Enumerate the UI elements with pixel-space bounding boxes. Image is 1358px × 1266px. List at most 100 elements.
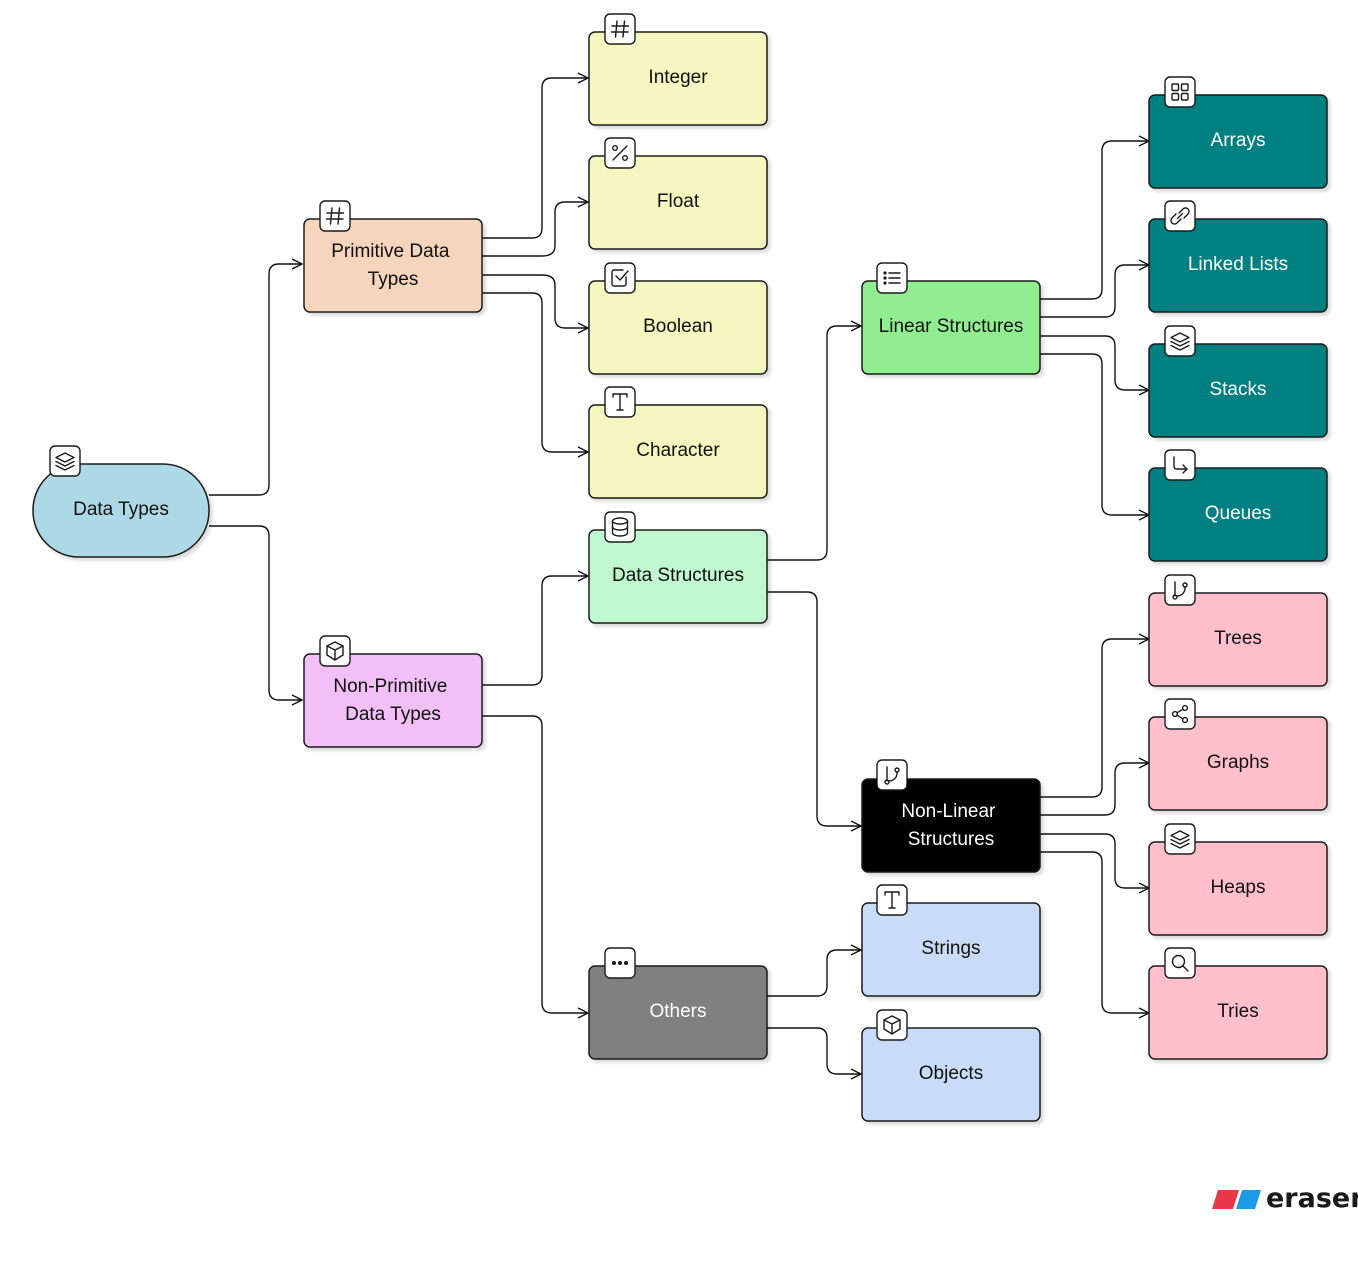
- node-integer-label: Integer: [648, 67, 708, 88]
- node-arrays[interactable]: Arrays: [1148, 94, 1328, 189]
- node-primitive-label: Primitive Data Types: [331, 241, 455, 290]
- edge-primitive-character: [482, 292, 588, 452]
- node-heaps[interactable]: Heaps: [1148, 841, 1328, 936]
- edge-others-strings: [767, 950, 861, 997]
- node-objects-label: Objects: [919, 1063, 983, 1084]
- edge-nonprimitive-others: [482, 715, 588, 1013]
- database-icon: [604, 511, 636, 543]
- percent-icon: [604, 137, 636, 169]
- edge-datatypes-primitive: [209, 264, 302, 496]
- edge-nonprimitive-datastructures: [482, 576, 588, 686]
- node-heaps-label: Heaps: [1211, 877, 1266, 898]
- grid-icon: [1164, 76, 1196, 108]
- node-others[interactable]: Others: [588, 965, 768, 1060]
- node-linked-lists-box: [1148, 218, 1328, 313]
- eraser-logo: eraser: [1212, 1183, 1358, 1214]
- node-boolean-label: Boolean: [643, 316, 713, 337]
- edge-linear-queues: [1040, 353, 1149, 515]
- list-icon: [876, 262, 908, 294]
- node-strings-label: Strings: [921, 938, 980, 959]
- checkbox-icon: [604, 262, 636, 294]
- layers-icon: [1164, 325, 1196, 357]
- node-stacks-label: Stacks: [1209, 379, 1266, 400]
- node-non-linear-label-line-2: Structures: [908, 829, 995, 850]
- node-float[interactable]: Float: [588, 155, 768, 250]
- node-boolean[interactable]: Boolean: [588, 280, 768, 375]
- node-non-primitive-label-line-2: Data Types: [345, 704, 441, 725]
- edge-primitive-float: [482, 202, 588, 257]
- node-arrays-box: [1148, 94, 1328, 189]
- node-linear-box: [861, 280, 1041, 375]
- link-icon: [1164, 200, 1196, 232]
- node-linear-structures[interactable]: Linear Structures: [861, 280, 1041, 375]
- node-integer-box: [588, 31, 768, 126]
- node-non-primitive-label: Non-Primitive Data Types: [333, 676, 452, 725]
- edge-linear-linkedlists: [1040, 265, 1149, 318]
- text-icon: [876, 884, 908, 916]
- hash-icon: [604, 13, 636, 45]
- edge-nonlinear-tries: [1040, 851, 1149, 1013]
- node-primitive-label-line-2: Types: [368, 269, 419, 290]
- node-others-box: [588, 965, 768, 1060]
- node-stacks[interactable]: Stacks: [1148, 343, 1328, 438]
- node-float-box: [588, 155, 768, 250]
- node-primitive-box: [303, 218, 483, 313]
- node-data-types-box: [32, 463, 210, 558]
- edge-primitive-integer: [482, 78, 588, 239]
- node-primitive-label-line-1: Primitive Data: [331, 241, 450, 262]
- node-integer[interactable]: Integer: [588, 31, 768, 126]
- node-trees[interactable]: Trees: [1148, 592, 1328, 687]
- edge-datastructures-nonlinear: [767, 591, 861, 826]
- edge-nonlinear-trees: [1040, 639, 1149, 798]
- node-boolean-box: [588, 280, 768, 375]
- node-strings[interactable]: Strings: [861, 902, 1041, 997]
- search-icon: [1164, 947, 1196, 979]
- node-graphs[interactable]: Graphs: [1148, 716, 1328, 811]
- edge-nonlinear-graphs: [1040, 763, 1149, 816]
- node-character-label: Character: [636, 440, 720, 461]
- node-primitive-data-types[interactable]: Primitive Data Types: [303, 218, 483, 313]
- node-graphs-label: Graphs: [1207, 752, 1269, 773]
- node-tries[interactable]: Tries: [1148, 965, 1328, 1060]
- box-icon: [876, 1009, 908, 1041]
- edge-nonlinear-heaps: [1040, 833, 1149, 888]
- node-data-structures-label: Data Structures: [612, 565, 744, 586]
- node-float-label: Float: [657, 191, 700, 212]
- node-character-box: [588, 404, 768, 499]
- eraser-logo-text: eraser: [1266, 1183, 1358, 1214]
- edge-linear-arrays: [1040, 141, 1149, 300]
- more-icon: [604, 947, 636, 979]
- node-non-primitive-data-types[interactable]: Non-Primitive Data Types: [303, 653, 483, 748]
- node-tries-box: [1148, 965, 1328, 1060]
- edge-linear-stacks: [1040, 335, 1149, 390]
- node-objects[interactable]: Objects: [861, 1027, 1041, 1122]
- node-linked-lists[interactable]: Linked Lists: [1148, 218, 1328, 313]
- node-linear-label: Linear Structures: [879, 316, 1024, 337]
- git-branch-icon: [876, 759, 908, 791]
- node-linked-lists-label: Linked Lists: [1188, 254, 1288, 275]
- git-branch-icon: [1164, 574, 1196, 606]
- node-strings-box: [861, 902, 1041, 997]
- node-data-types[interactable]: Data Types: [32, 463, 210, 558]
- edge-datatypes-nonprimitive: [209, 525, 302, 700]
- node-data-types-label: Data Types: [73, 499, 169, 520]
- node-data-structures[interactable]: Data Structures: [588, 529, 768, 624]
- layers-icon: [49, 445, 81, 477]
- layers-icon: [1164, 823, 1196, 855]
- node-non-linear-label: Non-Linear Structures: [901, 801, 1000, 850]
- node-data-structures-box: [588, 529, 768, 624]
- node-trees-box: [1148, 592, 1328, 687]
- node-non-linear-structures[interactable]: Non-Linear Structures: [861, 778, 1041, 873]
- node-non-primitive-box: [303, 653, 483, 748]
- share-icon: [1164, 698, 1196, 730]
- eraser-logo-mark-blue: [1236, 1190, 1261, 1209]
- node-queues-label: Queues: [1205, 503, 1272, 524]
- node-others-label: Others: [649, 1001, 706, 1022]
- node-trees-label: Trees: [1214, 628, 1262, 649]
- node-character[interactable]: Character: [588, 404, 768, 499]
- node-non-primitive-label-line-1: Non-Primitive: [333, 676, 447, 697]
- node-stacks-box: [1148, 343, 1328, 438]
- node-heaps-box: [1148, 841, 1328, 936]
- node-queues[interactable]: Queues: [1148, 467, 1328, 562]
